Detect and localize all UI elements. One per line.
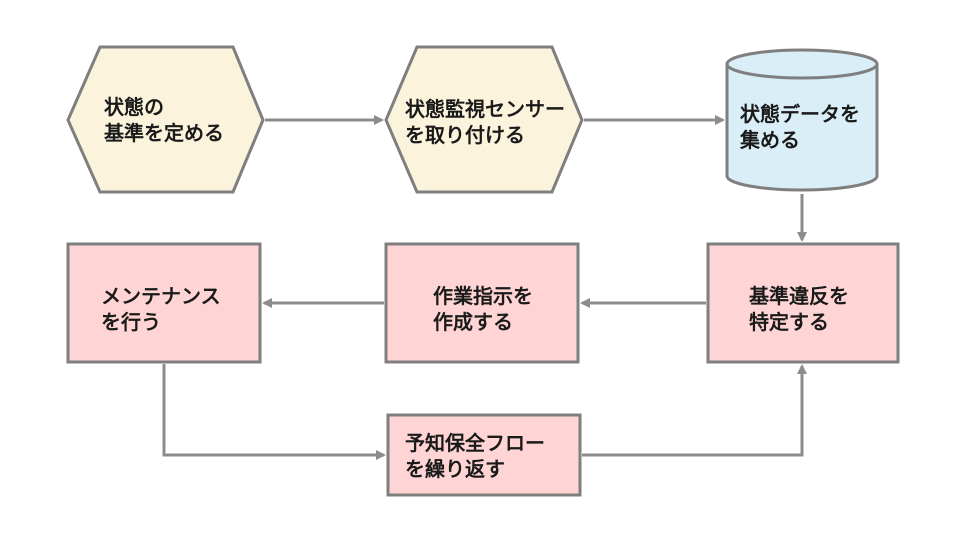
repeat-flow-shape [386,413,582,497]
repeat-flow-line2: を繰り返す [405,457,505,481]
work-order-shape [384,242,580,364]
collect-data-line2: 集める [740,128,800,152]
identify-violation-label: 基準違反を 特定する [749,283,849,335]
install-sensors-label: 状態監視センサー を取り付ける [405,96,565,148]
collect-data-label: 状態データを 集める [740,101,860,153]
repeat-flow-line1: 予知保全フロー [405,431,545,455]
define-standard-shape [66,45,265,194]
collect-data-line1: 状態データを [740,102,860,126]
install-sensors-shape [384,45,584,194]
define-standard-line2: 基準を定める [104,121,224,145]
identify-violation-line2: 特定する [749,310,829,334]
define-standard-label: 状態の 基準を定める [104,94,224,146]
work-order-label: 作業指示を 作成する [433,283,533,335]
work-order-line1: 作業指示を [433,284,533,308]
repeat-flow-label: 予知保全フロー を繰り返す [405,430,545,482]
identify-violation-shape [706,242,900,364]
maintenance-label: メンテナンス を行う [101,283,221,335]
install-sensors-line2: を取り付ける [405,123,525,147]
install-sensors-line1: 状態監視センサー [405,97,565,121]
maintenance-line2: を行う [101,310,161,334]
maintenance-line1: メンテナンス [101,284,221,308]
arrow-maintenance-to-repeat [162,364,386,460]
collect-data-shape [725,48,879,192]
identify-violation-line1: 基準違反を [749,284,849,308]
define-standard-line1: 状態の [104,95,164,119]
maintenance-shape [66,242,262,364]
work-order-line2: 作成する [433,310,513,334]
arrow-repeat-to-identify [582,364,807,457]
